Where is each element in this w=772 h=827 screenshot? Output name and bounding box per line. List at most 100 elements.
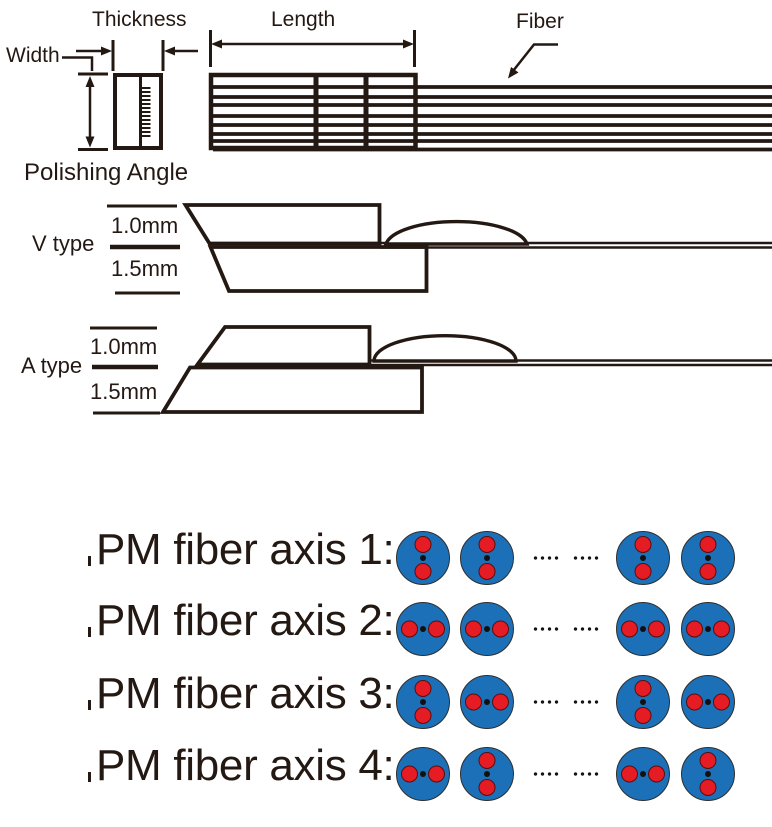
pm-fiber-end-face-vertical <box>396 675 450 729</box>
stress-rod <box>699 563 717 580</box>
arrowhead-icon <box>85 136 95 148</box>
polishing-angle-label: Polishing Angle <box>24 159 189 186</box>
stress-rod <box>478 752 496 769</box>
stress-rod <box>492 693 509 711</box>
dots-icon <box>572 556 600 560</box>
dots-icon <box>572 627 600 631</box>
stress-rod <box>401 765 418 783</box>
arrowhead-icon <box>403 39 414 49</box>
pm-fiber-left-group <box>396 531 514 585</box>
stress-rod <box>414 536 432 553</box>
pm-axis-label: PM fiber axis 1: <box>96 525 395 574</box>
v-type-group <box>107 203 772 295</box>
stress-rod <box>648 620 665 638</box>
stray-tick <box>88 627 91 637</box>
pm-axis-label: PM fiber axis 4: <box>96 741 395 790</box>
length-dimension <box>209 30 416 67</box>
a-type-label: A type <box>21 353 83 378</box>
ellipsis-dots <box>532 556 600 560</box>
pm-fiber-right-group <box>616 747 735 801</box>
arrowhead-icon <box>85 76 95 87</box>
epoxy-bar <box>313 77 319 146</box>
arrowhead-icon <box>211 39 222 49</box>
fiber-core <box>640 555 646 561</box>
stress-rod <box>699 779 717 796</box>
stress-rod <box>414 563 432 580</box>
pm-axis-label: PM fiber axis 3: <box>96 669 395 718</box>
stress-rod <box>621 620 638 638</box>
stray-tick <box>88 556 91 566</box>
arrowhead-icon <box>101 46 112 56</box>
v-type-top-thickness: 1.0mm <box>111 213 179 238</box>
pm-fiber-left-group <box>396 675 514 729</box>
dots-icon <box>572 772 600 776</box>
dots-icon <box>572 700 600 704</box>
a-substrate-block <box>159 365 424 414</box>
stress-rod <box>634 680 652 697</box>
stress-rod <box>478 563 496 580</box>
stress-rod <box>478 536 496 553</box>
fiber-label: Fiber <box>516 10 564 33</box>
stress-rod <box>465 620 482 638</box>
stress-rod <box>492 620 509 638</box>
fiber-core <box>420 699 426 705</box>
stress-rod <box>713 693 730 711</box>
a-lid-block <box>193 325 372 367</box>
dots-icon <box>532 700 560 704</box>
stress-rod <box>713 620 730 638</box>
stress-rod <box>401 620 418 638</box>
pm-fiber-end-face-horizontal <box>681 602 735 656</box>
stress-rod <box>428 765 445 783</box>
thickness-dimension <box>76 40 198 71</box>
fiber-core <box>640 699 646 705</box>
length-label: Length <box>271 8 336 31</box>
stress-rod <box>414 707 432 724</box>
pm-fiber-end-face-horizontal <box>460 602 514 656</box>
pm-fiber-end-face-horizontal <box>681 675 735 729</box>
pm-fiber-end-face-vertical <box>616 531 670 585</box>
epoxy-bar <box>363 77 369 146</box>
fiber-leader-arrow <box>508 43 558 79</box>
fiber-core <box>705 699 711 705</box>
v-type-label: V type <box>32 231 95 256</box>
stray-tick <box>88 772 91 782</box>
v-type-bottom-thickness: 1.5mm <box>111 256 179 281</box>
a-type-bottom-thickness: 1.5mm <box>90 379 158 404</box>
fiber-groove-ticks <box>142 87 151 137</box>
arrowhead-icon <box>508 67 519 79</box>
stress-rod <box>478 779 496 796</box>
stress-rod <box>634 707 652 724</box>
v-lid-block <box>182 203 382 246</box>
pm-fiber-end-face-vertical <box>681 747 735 801</box>
stress-rod <box>428 620 445 638</box>
dots-icon <box>532 556 560 560</box>
fiber-core <box>640 771 646 777</box>
pm-fiber-end-face-horizontal <box>616 602 670 656</box>
v-substrate-block <box>207 245 429 293</box>
pm-fiber-end-face-horizontal <box>460 675 514 729</box>
fiber-core <box>420 771 426 777</box>
pm-fiber-right-group <box>616 675 735 729</box>
width-label: Width <box>6 44 60 67</box>
stress-rod <box>686 693 703 711</box>
pm-fiber-left-group <box>396 747 514 801</box>
a-type-top-thickness: 1.0mm <box>90 334 158 359</box>
epoxy-dome <box>383 219 530 246</box>
fiber-core <box>420 555 426 561</box>
pm-fiber-end-face-vertical <box>460 747 514 801</box>
ellipsis-dots <box>532 772 600 776</box>
pm-fiber-end-face-horizontal <box>616 747 670 801</box>
pm-axis-label: PM fiber axis 2: <box>96 596 395 645</box>
pm-fiber-end-face-horizontal <box>396 602 450 656</box>
fiber-ribbon-lines <box>213 85 772 152</box>
pm-fiber-end-face-vertical <box>616 675 670 729</box>
arrowhead-icon <box>164 46 175 56</box>
stress-rod <box>414 680 432 697</box>
technical-linework <box>62 30 772 415</box>
dots-icon <box>532 627 560 631</box>
stress-rod <box>699 752 717 769</box>
epoxy-dome <box>372 333 518 363</box>
stress-rod <box>686 620 703 638</box>
stress-rod <box>634 536 652 553</box>
